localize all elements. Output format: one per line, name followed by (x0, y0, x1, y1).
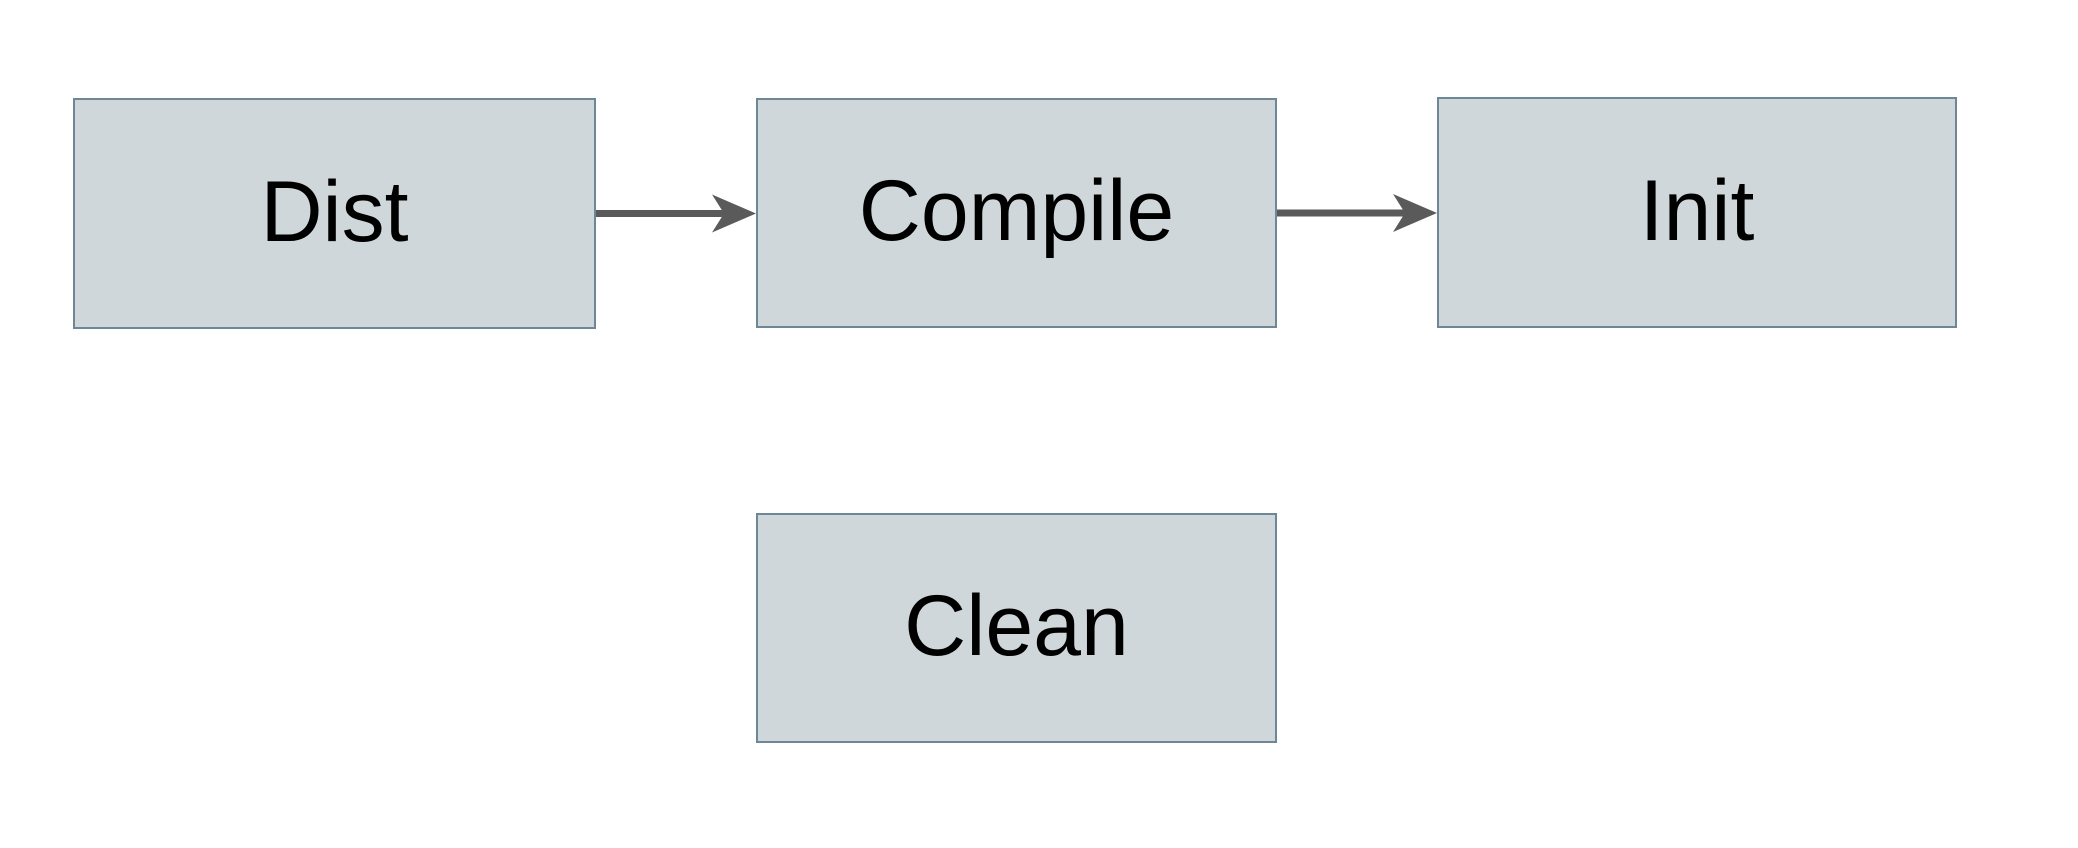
arrow-head (1393, 194, 1437, 232)
node-compile[interactable]: Compile (756, 98, 1277, 328)
node-compile-label: Compile (858, 163, 1175, 259)
node-init-label: Init (1639, 162, 1755, 259)
arrow-head (712, 194, 756, 233)
node-clean[interactable]: Clean (756, 513, 1277, 743)
node-clean-label: Clean (904, 578, 1129, 674)
node-dist[interactable]: Dist (73, 98, 596, 329)
node-dist-label: Dist (260, 163, 409, 260)
node-init[interactable]: Init (1437, 97, 1957, 328)
